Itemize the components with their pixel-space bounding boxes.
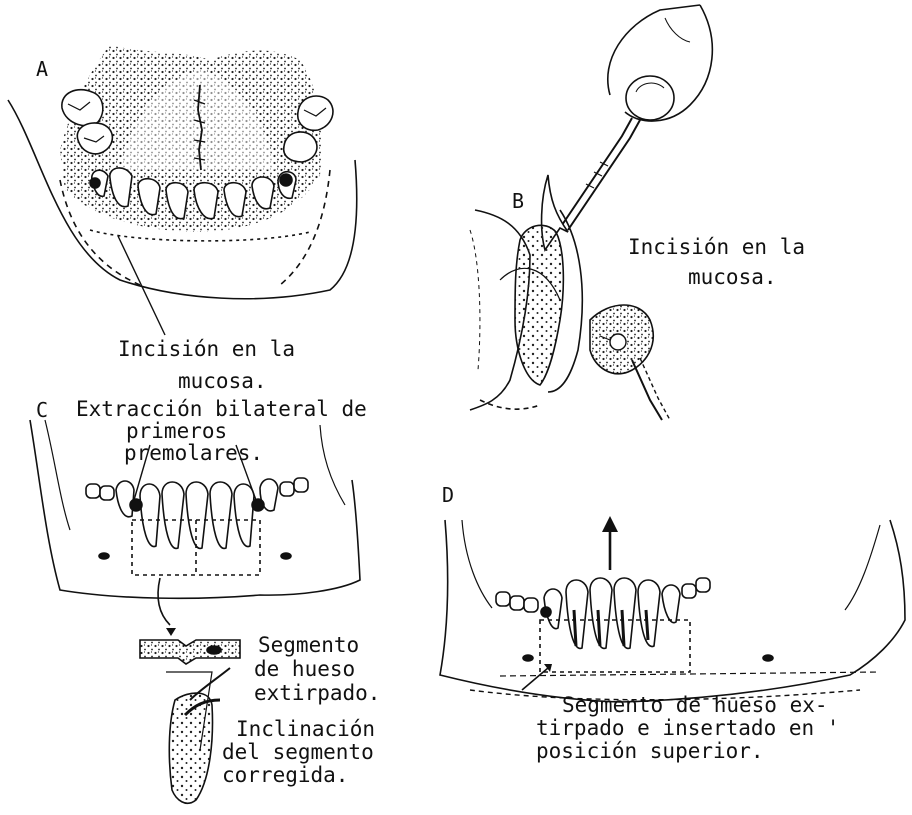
panel-a-caption-line2: mucosa. bbox=[178, 370, 267, 392]
panel-c-arrow-down bbox=[158, 578, 170, 625]
panel-a-molar-right-1 bbox=[298, 96, 333, 130]
panel-a-letter: A bbox=[36, 58, 48, 80]
panel-d-caption-line2: tirpado e insertado en ' bbox=[536, 717, 839, 739]
panel-c-incline-line3: corregida. bbox=[222, 764, 348, 786]
panel-d-teeth bbox=[496, 578, 710, 648]
panel-d-caption-line3: posición superior. bbox=[536, 740, 764, 762]
panel-c-caption-line1: Extracción bilateral de bbox=[76, 398, 367, 420]
panel-a-caption-line1: Incisión en la bbox=[118, 338, 295, 360]
panel-a-molar-right-2 bbox=[284, 132, 317, 162]
panel-c-segment-line1: Segmento bbox=[258, 634, 359, 656]
panel-a-drawing bbox=[8, 45, 357, 335]
panel-c-segment-line3: extirpado. bbox=[254, 682, 380, 704]
panel-a-molar-left-2 bbox=[77, 123, 112, 154]
panel-c-segment-line2: de hueso bbox=[254, 658, 355, 680]
panel-c-incline-line2: del segmento bbox=[222, 741, 374, 763]
panel-d-bone-segment-outline bbox=[540, 620, 690, 672]
panel-b-letter: B bbox=[512, 190, 524, 212]
panel-b-drawing bbox=[470, 5, 712, 420]
panel-c-extracted-segment bbox=[140, 640, 240, 664]
panel-d-small-arrow bbox=[522, 668, 548, 690]
panel-d-letter: D bbox=[442, 484, 454, 506]
panel-c-caption-line2: primeros bbox=[126, 420, 227, 442]
panel-b-caption-line2: mucosa. bbox=[688, 266, 777, 288]
panel-c-letter: C bbox=[36, 399, 48, 421]
panel-d-drawing bbox=[440, 516, 905, 702]
panel-b-caption-line1: Incisión en la bbox=[628, 236, 805, 258]
panel-b-retractor bbox=[632, 360, 662, 420]
panel-c-caption-line3: premolares. bbox=[124, 442, 263, 464]
panel-c-incline-line1: Inclinación bbox=[236, 718, 375, 740]
panel-d-caption-line1: Segmento de hueso ex- bbox=[562, 694, 828, 716]
panel-b-tooth-root bbox=[515, 225, 563, 385]
panel-c-teeth bbox=[86, 478, 308, 548]
panel-a-leader-line bbox=[118, 236, 165, 335]
